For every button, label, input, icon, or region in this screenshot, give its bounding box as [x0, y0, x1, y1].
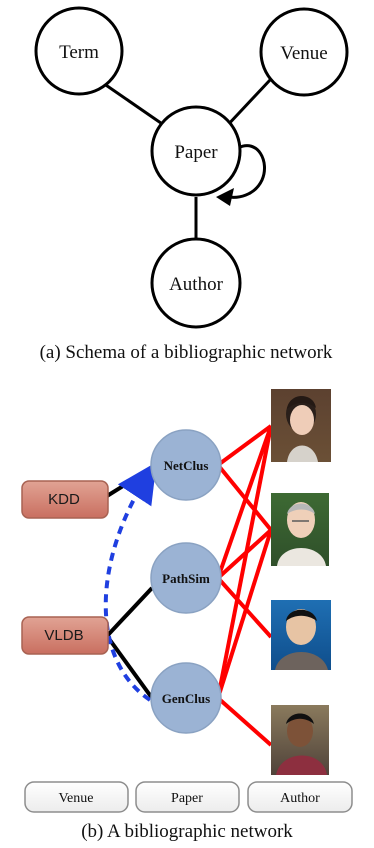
- legend-author-box: [247, 781, 353, 813]
- network-caption: (b) A bibliographic network: [81, 821, 293, 842]
- term-label: Term: [59, 42, 99, 63]
- paper-label: Paper: [174, 142, 218, 163]
- author-photo-3: [271, 600, 331, 670]
- legend-venue-box: [24, 781, 129, 813]
- netclus-label: NetClus: [164, 458, 209, 473]
- black-edge-vldb-genclus: [105, 634, 154, 700]
- vldb-venue-node: [21, 616, 109, 655]
- kdd-label: KDD: [48, 491, 80, 508]
- legend-paper-box: [135, 781, 240, 813]
- schema-diagram: Term Venue Paper Author (a) Schema of a …: [34, 6, 349, 363]
- legend-paper-label: Paper: [171, 791, 203, 806]
- legend-venue-label: Venue: [59, 791, 94, 806]
- kdd-venue-node: [21, 480, 109, 519]
- red-edge-7: [216, 529, 273, 699]
- paper-self-loop: [223, 144, 266, 199]
- netclus-node: [150, 429, 222, 501]
- paper-node: [150, 105, 242, 197]
- edge-venue-paper: [222, 78, 272, 131]
- author-node: [150, 237, 242, 329]
- vldb-label: VLDB: [44, 627, 83, 644]
- schema-caption: (a) Schema of a bibliographic network: [40, 342, 333, 363]
- venue-label: Venue: [280, 43, 327, 64]
- term-node: [34, 6, 124, 96]
- red-edge-8: [216, 696, 273, 747]
- author-photo-1: [271, 389, 331, 462]
- self-loop-arrowhead: [216, 188, 234, 206]
- pathsim-label: PathSim: [162, 571, 210, 586]
- dashed-edge-genclus-netclus: [103, 461, 157, 702]
- genclus-node: [150, 662, 222, 734]
- author-label: Author: [169, 274, 224, 295]
- pathsim-node: [150, 542, 222, 614]
- venue-node: [259, 7, 349, 97]
- red-edge-6: [216, 425, 273, 699]
- legend-author-label: Author: [280, 791, 320, 806]
- genclus-label: GenClus: [162, 691, 210, 706]
- red-edge-1: [216, 424, 273, 467]
- author-photo-2: [271, 493, 329, 566]
- network-diagram: KDD VLDB NetClus PathSim GenClus: [21, 389, 353, 842]
- edge-term-paper: [99, 79, 172, 132]
- red-edge-4: [216, 425, 273, 579]
- author-photo-4: [271, 705, 329, 775]
- black-edge-vldb-pathsim: [105, 586, 154, 638]
